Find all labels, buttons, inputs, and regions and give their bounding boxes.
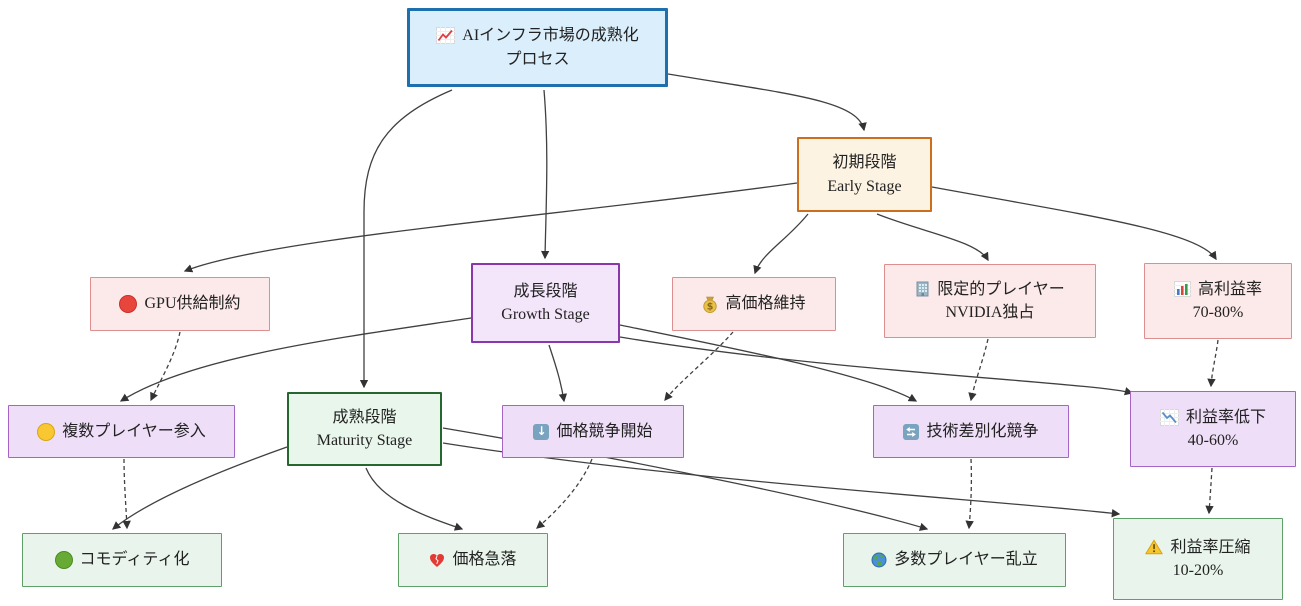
node-tech-diff: 技術差別化競争	[873, 405, 1069, 458]
edge-limited-tech-diff	[968, 338, 989, 402]
green-circle-icon	[54, 551, 73, 569]
node-root: AIインフラ市場の成熟化 プロセス	[407, 8, 668, 87]
edge-root-maturity	[359, 89, 453, 389]
edge-early-limited-players	[876, 213, 989, 262]
node-margin-down-label: 利益率低下	[1185, 408, 1266, 426]
node-price-war-label: 価格競争開始	[556, 422, 653, 440]
node-margin-squeeze: 利益率圧縮 10-20%	[1113, 518, 1283, 600]
node-commodity-label: コモディティ化	[79, 551, 190, 569]
node-price-war: ↓ 価格競争開始	[502, 405, 684, 458]
node-price-crash-label: 価格急落	[452, 551, 517, 569]
edge-early-high-margin	[931, 186, 1217, 261]
red-circle-icon	[119, 295, 138, 313]
chart-increasing-icon	[436, 27, 456, 45]
node-tech-diff-label: 技術差別化競争	[926, 422, 1039, 440]
node-limited-players-label2: NVIDIA独占	[945, 304, 1035, 321]
svg-text:$: $	[707, 301, 714, 312]
edge-high-margin-margin-down	[1207, 339, 1219, 388]
down-arrow-icon: ↓	[533, 423, 550, 440]
node-growth-stage: 成長段階 Growth Stage	[471, 263, 620, 343]
edge-root-growth	[540, 89, 550, 260]
node-root-label2: プロセス	[505, 50, 570, 68]
node-gpu-supply-label: GPU供給制約	[144, 295, 241, 313]
money-bag-icon: $	[702, 296, 718, 313]
node-early-stage-label: 初期段階	[832, 154, 897, 172]
edge-growth-margin-down	[619, 336, 1134, 396]
node-many-players: 多数プレイヤー乱立	[843, 533, 1066, 587]
edge-margin-down-margin-squeeze	[1205, 467, 1214, 515]
node-limited-players-label: 限定的プレイヤー	[937, 280, 1065, 298]
warning-icon	[1145, 539, 1164, 555]
node-price-maintain-label: 高価格維持	[725, 295, 806, 313]
node-growth-stage-label2: Growth Stage	[501, 306, 590, 323]
node-maturity-stage-label2: Maturity Stage	[316, 432, 413, 449]
edge-multi-entry-commodity	[122, 458, 131, 530]
cycle-arrows-icon	[903, 423, 920, 440]
node-root-label: AIインフラ市場の成熟化	[462, 27, 639, 45]
node-margin-squeeze-label: 利益率圧縮	[1170, 538, 1251, 556]
node-limited-players: 限定的プレイヤー NVIDIA独占	[884, 264, 1096, 338]
node-margin-squeeze-label2: 10-20%	[1172, 562, 1224, 579]
edge-early-gpu	[183, 182, 798, 273]
edge-maturity-price-crash	[365, 467, 464, 531]
office-building-icon	[915, 281, 930, 297]
node-price-crash: 価格急落	[398, 533, 548, 587]
node-high-margin-label: 高利益率	[1197, 280, 1262, 298]
node-margin-down-label2: 40-60%	[1187, 432, 1239, 449]
node-high-margin: 高利益率 70-80%	[1144, 263, 1292, 339]
node-early-stage-label2: Early Stage	[827, 177, 902, 195]
node-high-margin-label2: 70-80%	[1192, 304, 1244, 321]
node-price-maintain: $ 高価格維持	[672, 277, 836, 331]
node-commodity: コモディティ化	[22, 533, 222, 587]
node-multi-entry: 複数プレイヤー参入	[8, 405, 235, 458]
edge-tech-diff-many-players	[965, 458, 974, 530]
edge-growth-tech-diff	[619, 324, 918, 402]
edge-root-early	[667, 73, 867, 132]
edge-growth-price-war	[548, 344, 568, 403]
node-gpu-supply: GPU供給制約	[90, 277, 270, 331]
node-growth-stage-label: 成長段階	[513, 282, 578, 300]
node-early-stage: 初期段階 Early Stage	[797, 137, 932, 212]
globe-icon	[871, 552, 887, 568]
node-maturity-stage: 成熟段階 Maturity Stage	[287, 392, 442, 466]
edge-maturity-commodity	[112, 446, 288, 530]
node-maturity-stage-label: 成熟段階	[332, 408, 397, 426]
node-margin-down: 利益率低下 40-60%	[1130, 391, 1296, 467]
chart-decreasing-icon	[1159, 408, 1179, 426]
edge-gpu-multi-entry	[150, 331, 181, 402]
edge-early-price-maintain	[753, 213, 809, 275]
yellow-circle-icon	[37, 422, 56, 441]
node-multi-entry-label: 複数プレイヤー参入	[62, 422, 206, 440]
edge-price-war-price-crash	[536, 458, 593, 529]
node-many-players-label: 多数プレイヤー乱立	[894, 551, 1038, 569]
edge-price-maintain-price-war	[664, 331, 734, 401]
bar-chart-icon	[1173, 281, 1191, 298]
broken-heart-icon	[429, 553, 445, 568]
